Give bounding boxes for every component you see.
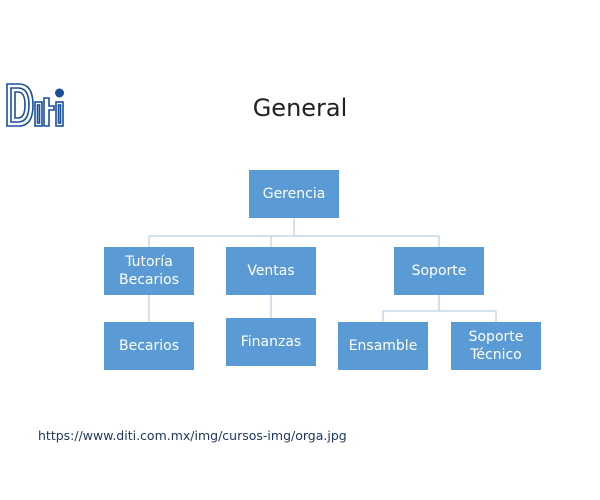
org-node-label: Ensamble xyxy=(348,338,418,354)
org-node-label: Gerencia xyxy=(262,186,326,202)
org-node-label-line2: Técnico xyxy=(470,347,522,363)
org-node-label-line1: Tutoría xyxy=(125,254,173,270)
org-node-label: Becarios xyxy=(119,338,179,354)
org-node-becarios: Becarios xyxy=(104,322,194,370)
slide-title: General xyxy=(252,94,348,122)
org-node-tutoria-becarios: Tutoría Becarios xyxy=(104,247,194,295)
org-node-soporte-tecnico: Soporte Técnico xyxy=(451,322,541,370)
org-node-label-line1: Soporte xyxy=(468,329,524,345)
org-node-label-line2: Becarios xyxy=(119,272,179,288)
org-node-label: Soporte xyxy=(411,263,467,279)
diti-logo-icon xyxy=(6,83,64,127)
org-node-gerencia: Gerencia xyxy=(249,170,339,218)
org-node-finanzas: Finanzas xyxy=(226,318,316,366)
org-node-soporte: Soporte xyxy=(394,247,484,295)
org-node-label: Ventas xyxy=(247,263,295,279)
org-node-ventas: Ventas xyxy=(226,247,316,295)
org-node-ensamble: Ensamble xyxy=(338,322,428,370)
source-url: https://www.diti.com.mx/img/cursos-img/o… xyxy=(38,428,347,443)
org-node-label: Finanzas xyxy=(240,334,302,350)
